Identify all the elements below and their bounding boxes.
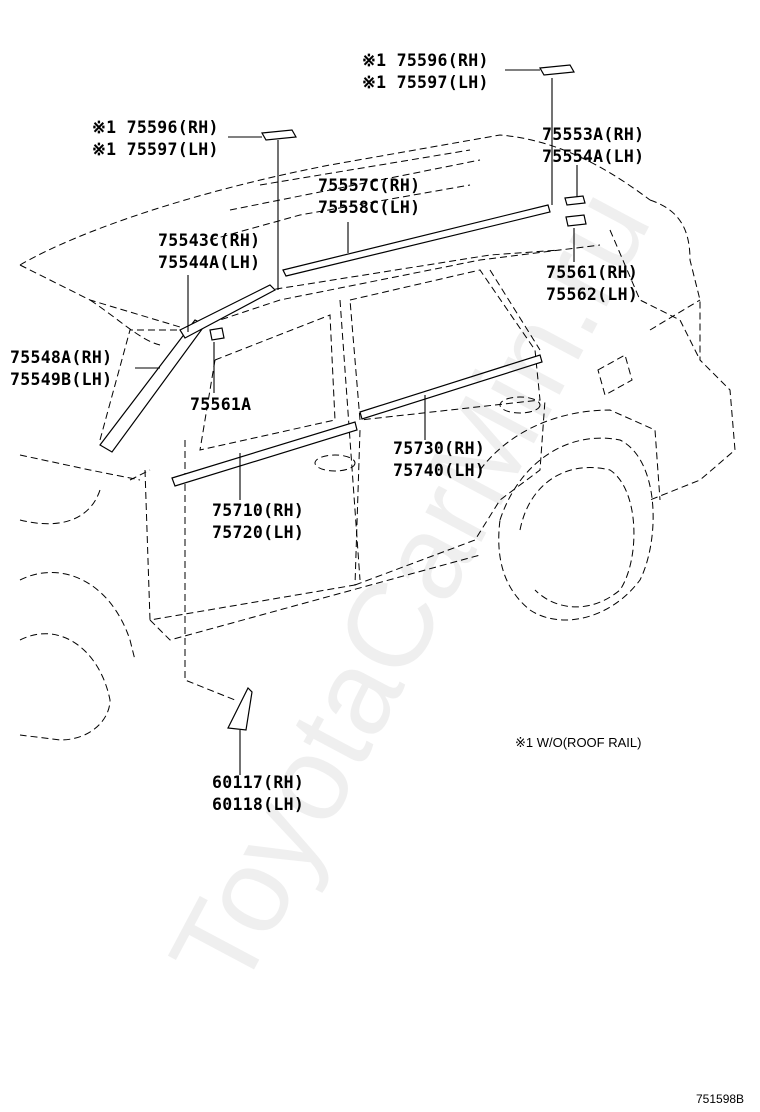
part-75710-front-belt-molding [171, 421, 358, 487]
label-75730: 75730(RH) [393, 439, 486, 458]
label-75557c: 75557C(RH) [318, 176, 421, 195]
label-75549b: 75549B(LH) [10, 370, 113, 389]
label-75597-left: ※1 75597(LH) [92, 140, 219, 159]
leader-lines [135, 69, 578, 775]
diagram-code: 751598B [696, 1092, 745, 1106]
part-75561-clip [565, 214, 587, 227]
label-75544a: 75544A(LH) [158, 253, 261, 272]
part-75730-rear-belt-molding [359, 354, 543, 420]
label-75596-left: ※1 75596(RH) [92, 118, 219, 137]
label-75561a: 75561A [190, 395, 252, 414]
label-60117: 60117(RH) [212, 773, 305, 792]
label-75597-top: ※1 75597(LH) [362, 73, 489, 92]
label-75720: 75720(LH) [212, 523, 305, 542]
label-75548a: 75548A(RH) [10, 348, 113, 367]
part-75561a-clip [209, 327, 225, 341]
label-75710: 75710(RH) [212, 501, 305, 520]
label-75561: 75561(RH) [546, 263, 639, 282]
part-60117-cover [227, 686, 253, 731]
part-75557c-roof-molding [282, 204, 551, 277]
label-75740: 75740(LH) [393, 461, 486, 480]
label-75543c: 75543C(RH) [158, 231, 261, 250]
part-75596-top-clip [539, 64, 575, 76]
label-75554a: 75554A(LH) [542, 147, 645, 166]
label-75596-top: ※1 75596(RH) [362, 51, 489, 70]
part-75596-left-clip [261, 129, 297, 141]
label-75558c: 75558C(LH) [318, 198, 421, 217]
footnote-roof-rail: ※1 W/O(ROOF RAIL) [515, 735, 642, 750]
label-75553a: 75553A(RH) [542, 125, 645, 144]
part-75548a-pillar-garnish [99, 319, 206, 453]
parts [99, 64, 587, 731]
part-75543c-molding [179, 284, 276, 339]
label-75562: 75562(LH) [546, 285, 639, 304]
label-60118: 60118(LH) [212, 795, 305, 814]
